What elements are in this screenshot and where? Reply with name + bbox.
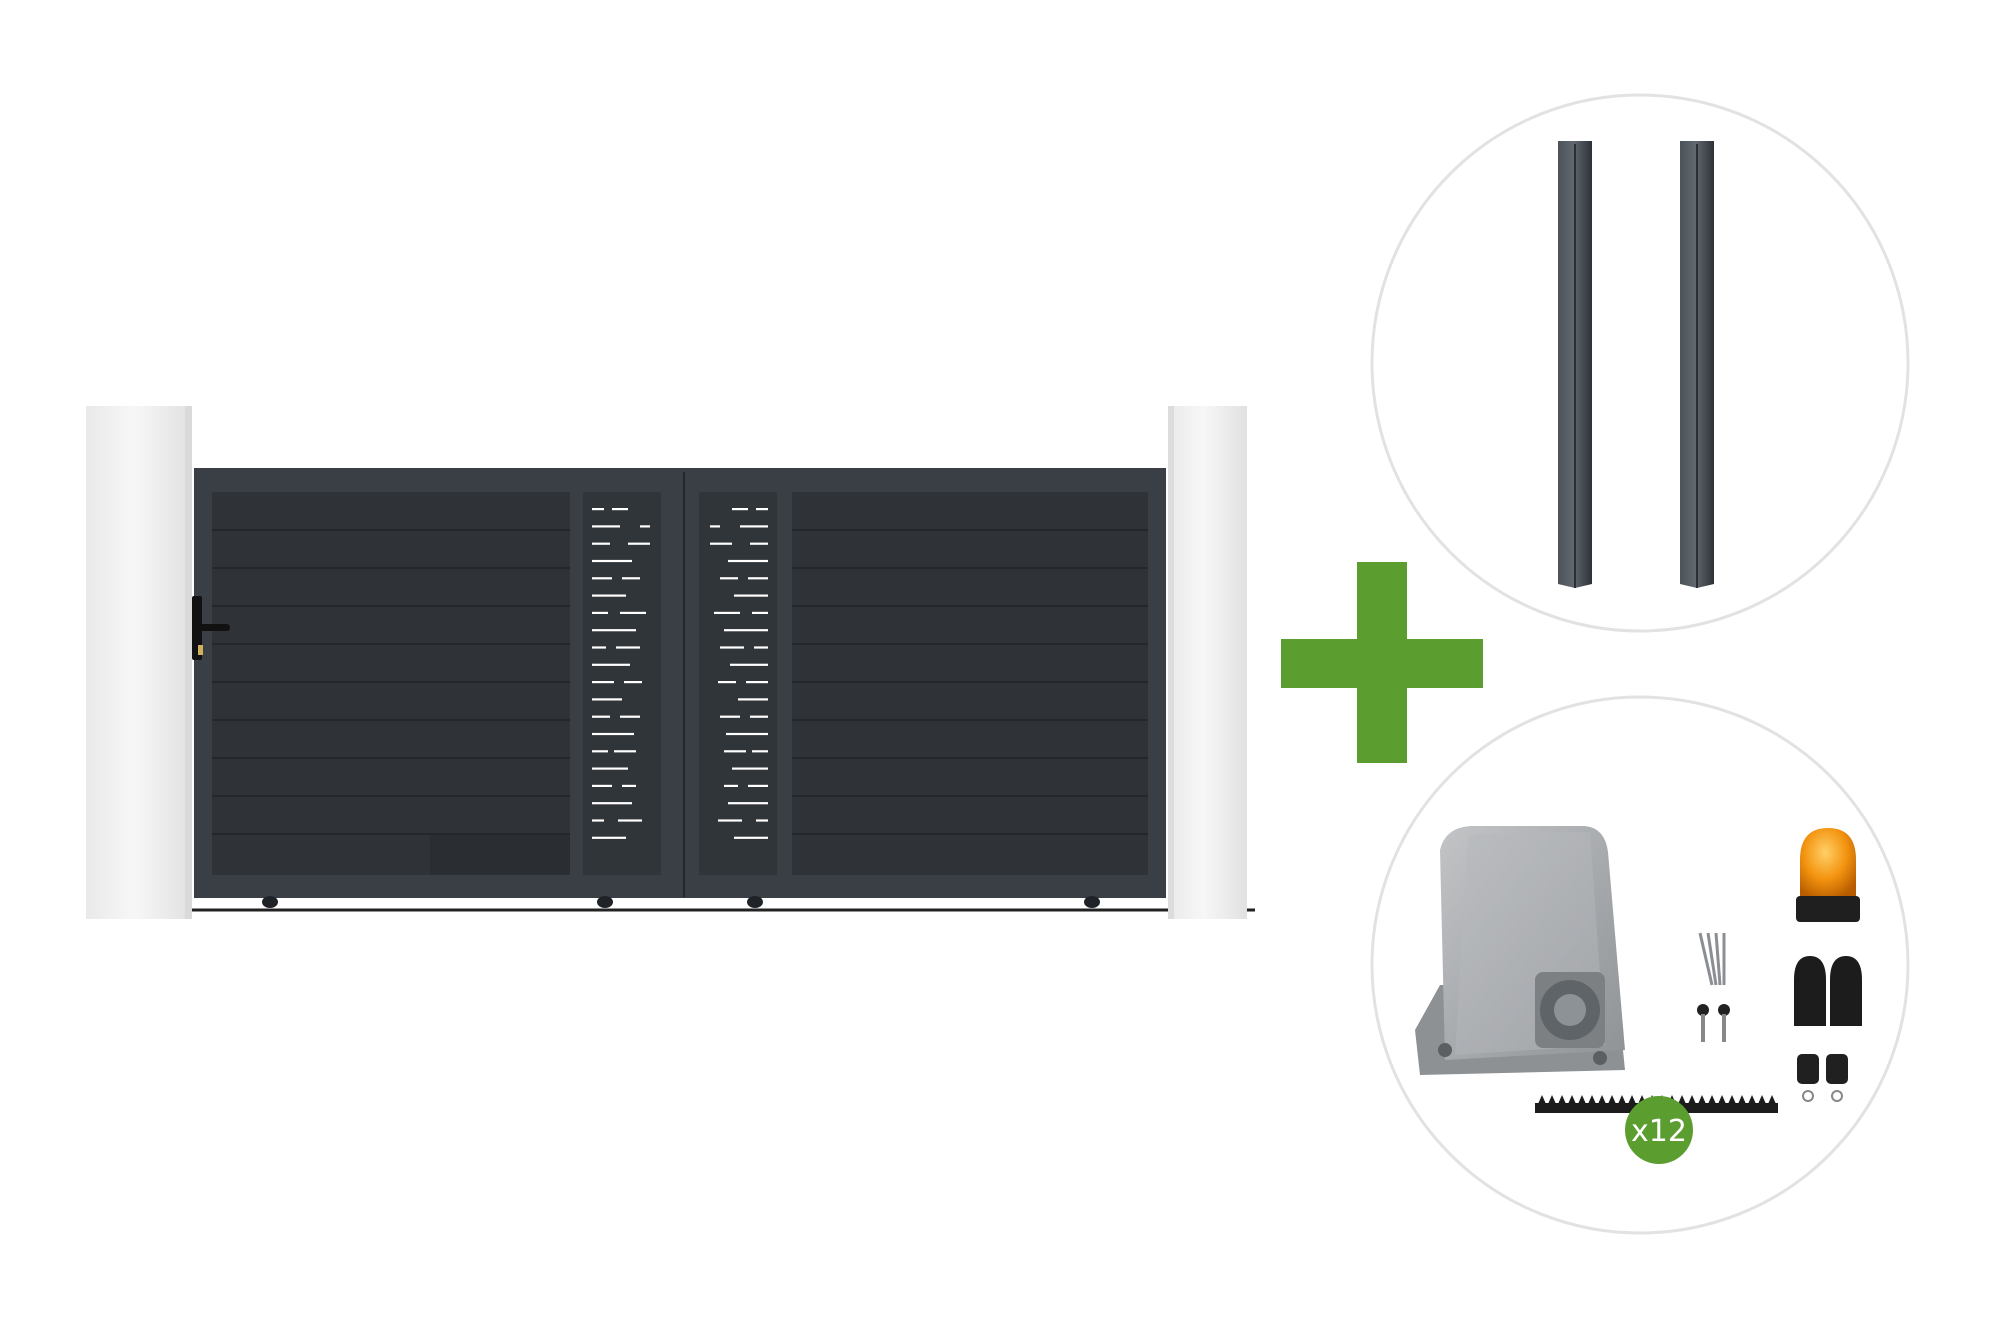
gate-center-right-panel [699, 492, 777, 875]
screws-icon [1698, 932, 1726, 986]
quantity-badge: x12 [1625, 1096, 1693, 1164]
remotes-icon [1797, 1054, 1848, 1102]
right-pillar [1168, 406, 1247, 919]
motor-icon [1415, 826, 1625, 1075]
plus-icon [1281, 562, 1483, 763]
gate-posts-bubble [1370, 93, 1910, 633]
gate-center-left-panel [583, 492, 661, 875]
keys-icon [1697, 1004, 1730, 1042]
motor-kit-bubble: x12 [1370, 695, 1910, 1235]
gate-handle [192, 596, 230, 660]
gate-right-panel [792, 492, 1148, 875]
beacon-icon [1796, 828, 1860, 922]
gate-left-panel [212, 492, 570, 875]
gate-posts-icon [1558, 141, 1714, 588]
left-pillar [86, 406, 192, 919]
sliding-gate [86, 406, 1255, 919]
quantity-badge-label: x12 [1631, 1114, 1687, 1149]
photocells-icon [1794, 956, 1862, 1026]
